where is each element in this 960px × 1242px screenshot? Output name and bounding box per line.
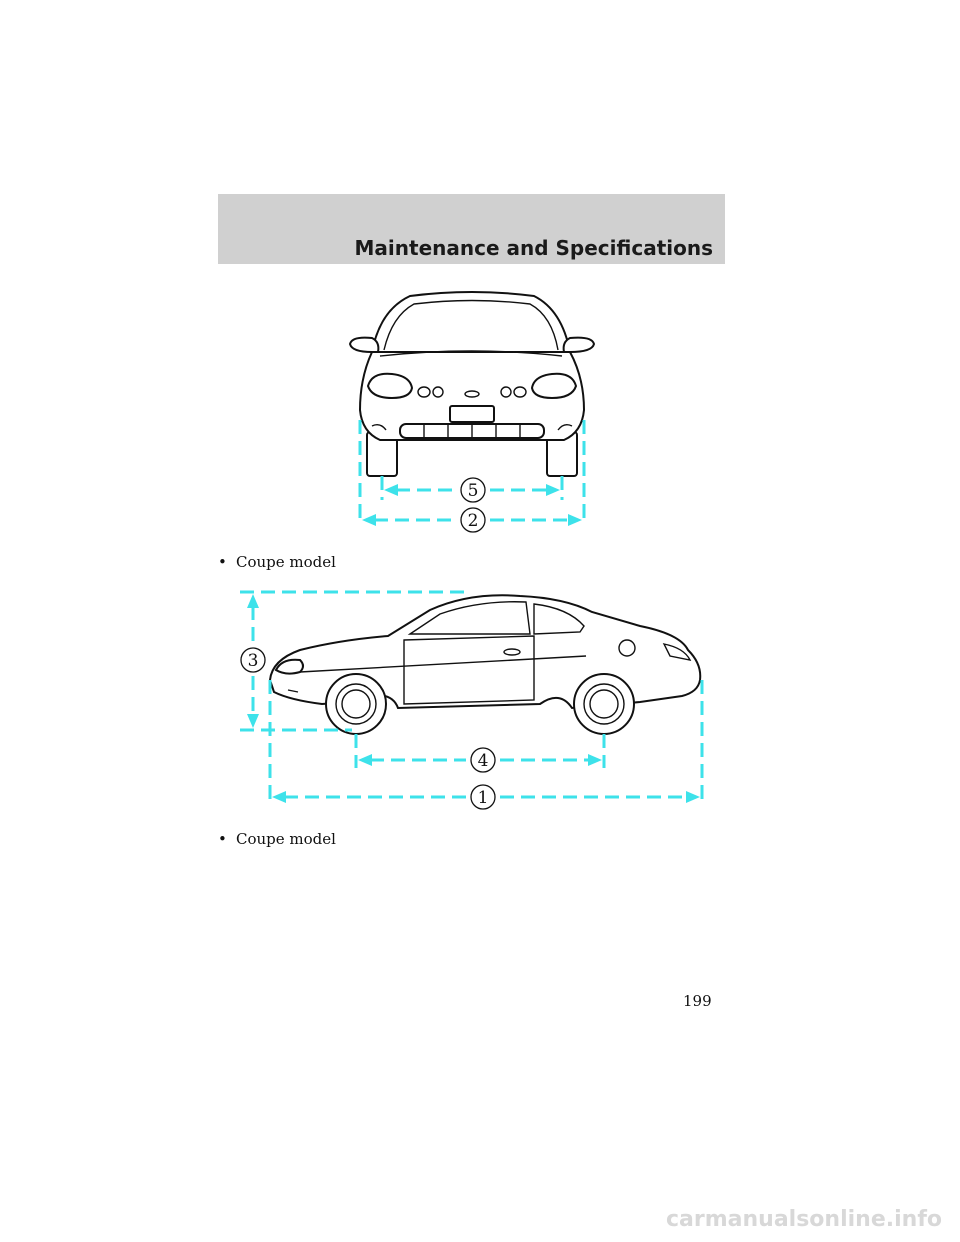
section-header-band: Maintenance and Specifications [218,194,725,264]
side-view-car-illustration [268,594,702,735]
svg-text:1: 1 [478,788,489,808]
svg-text:2: 2 [468,511,479,531]
watermark: carmanualsonline.info [666,1207,942,1232]
caption-side-view: • Coupe model [218,830,336,848]
front-view-dimension-lines [358,420,586,526]
callout-3: 3 [240,647,266,673]
bullet: • [218,553,227,571]
side-view-dimension-lines [240,590,704,803]
caption-text: Coupe model [236,830,336,848]
svg-text:5: 5 [468,481,479,501]
bullet: • [218,830,227,848]
caption-front-view: • Coupe model [218,553,336,571]
page-number: 199 [683,992,712,1010]
section-title: Maintenance and Specifications [354,236,713,260]
callout-4: 4 [470,747,496,773]
callout-1: 1 [470,784,496,810]
callout-5: 5 [460,477,486,503]
caption-text: Coupe model [236,553,336,571]
svg-text:4: 4 [478,751,489,771]
front-view-car-illustration [348,291,596,477]
svg-text:3: 3 [248,651,259,671]
callout-2: 2 [460,507,486,533]
